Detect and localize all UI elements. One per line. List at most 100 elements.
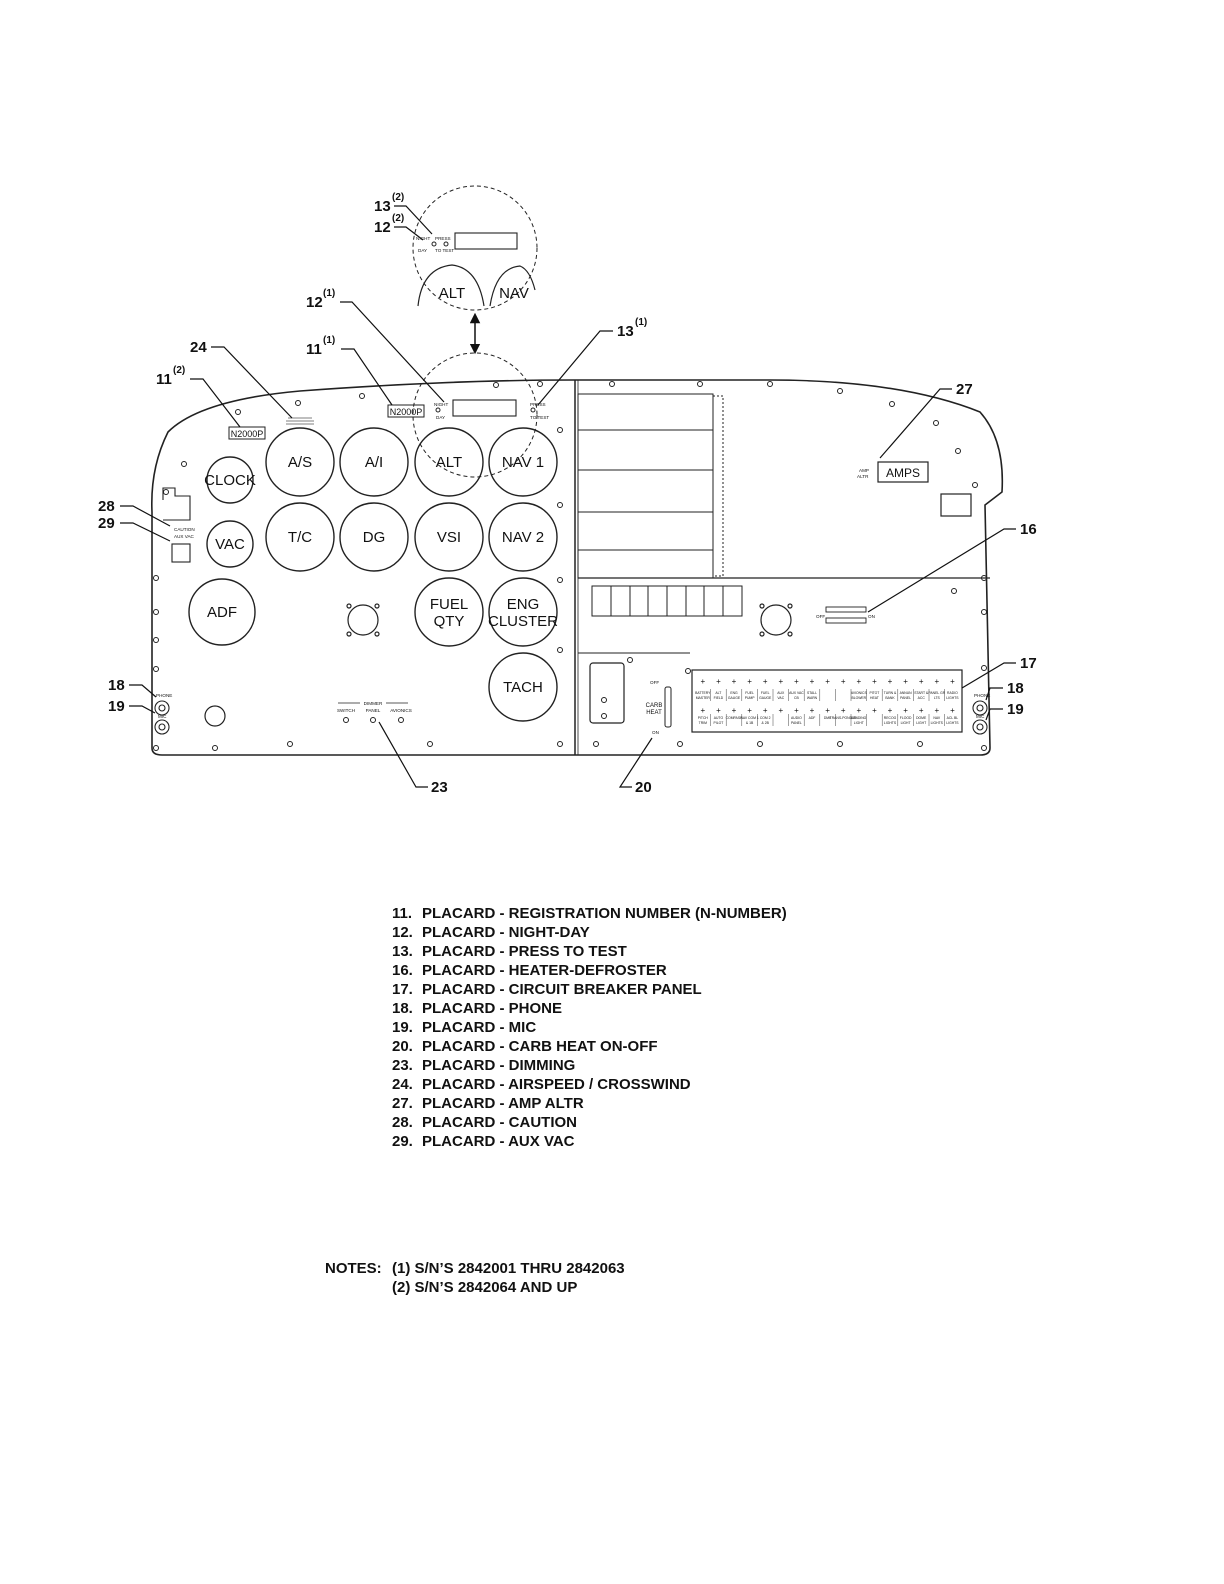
breaker-label: LANDING bbox=[851, 716, 866, 720]
small-fixture-center bbox=[346, 603, 380, 637]
panel-screw bbox=[593, 741, 599, 747]
svg-text:HEAT: HEAT bbox=[646, 710, 662, 716]
svg-text:(2): (2) bbox=[173, 365, 185, 376]
callout-28: 28 bbox=[98, 498, 115, 515]
panel-hole-lower-left bbox=[204, 705, 226, 727]
notes-line: (2) S/N’S 2842064 AND UP bbox=[392, 1279, 578, 1296]
breaker-label: LIGHT bbox=[901, 721, 911, 725]
panel-screw bbox=[972, 482, 978, 488]
panel-screw bbox=[627, 657, 633, 663]
gauge-altimeter: ALT bbox=[414, 427, 484, 497]
circuit-breaker-panel bbox=[691, 669, 963, 733]
detail-circle-main bbox=[412, 352, 538, 478]
svg-text:OFF: OFF bbox=[816, 614, 825, 619]
breaker-label: NAV COM 1 bbox=[740, 716, 759, 720]
svg-text:TO TEST: TO TEST bbox=[530, 415, 549, 420]
breaker-label: GAUGE bbox=[759, 696, 772, 700]
callout-11-left: 11(2) bbox=[156, 365, 185, 388]
breaker-label: LIGHTS bbox=[884, 721, 897, 725]
svg-text:OFF: OFF bbox=[650, 680, 659, 685]
svg-text:VAC: VAC bbox=[215, 536, 245, 553]
svg-text:13: 13 bbox=[617, 323, 634, 340]
callout-11-center: 11(1) bbox=[306, 335, 335, 358]
panel-screw bbox=[677, 741, 683, 747]
svg-text:AVIONICS: AVIONICS bbox=[390, 708, 412, 713]
svg-text:28: 28 bbox=[98, 498, 115, 515]
svg-text:PHONE: PHONE bbox=[974, 693, 990, 698]
hour-meter bbox=[940, 493, 972, 517]
breaker-plus: + bbox=[934, 706, 939, 715]
breaker-plus: + bbox=[872, 677, 877, 686]
breaker-label: WARN bbox=[807, 696, 818, 700]
gauge-turn-coordinator: T/C bbox=[265, 502, 335, 572]
svg-text:18: 18 bbox=[1007, 680, 1024, 697]
svg-text:NAV: NAV bbox=[499, 285, 529, 302]
panel-screw bbox=[557, 647, 563, 653]
svg-text:MIC: MIC bbox=[976, 714, 985, 719]
svg-text:PHONE: PHONE bbox=[156, 693, 172, 698]
breaker-label: ANNUN bbox=[900, 691, 913, 695]
svg-text:PRESS: PRESS bbox=[435, 236, 451, 241]
panel-screw bbox=[955, 448, 961, 454]
gauge-nav2: NAV 2 bbox=[488, 502, 558, 572]
panel-screw bbox=[767, 381, 773, 387]
legend-item: 13.PLACARD - PRESS TO TEST bbox=[392, 943, 627, 960]
callout-16: 16 bbox=[1020, 521, 1037, 538]
breaker-label: COM 2 bbox=[760, 716, 771, 720]
svg-text:18: 18 bbox=[108, 677, 125, 694]
legend-item: 18.PLACARD - PHONE bbox=[392, 1000, 563, 1017]
breaker-plus: + bbox=[841, 706, 846, 715]
breaker-plus: + bbox=[778, 677, 783, 686]
panel-screw bbox=[557, 741, 563, 747]
svg-text:A/I: A/I bbox=[365, 454, 383, 471]
placard-heater-defroster bbox=[825, 606, 867, 613]
gauge-attitude: A/I bbox=[339, 427, 409, 497]
svg-text:A/S: A/S bbox=[288, 454, 312, 471]
breaker-plus: + bbox=[934, 677, 939, 686]
panel-screw bbox=[493, 382, 499, 388]
svg-text:VSI: VSI bbox=[437, 529, 461, 546]
callout-13-inset: 13(2) bbox=[374, 192, 404, 215]
svg-text:FUEL: FUEL bbox=[430, 596, 468, 613]
breaker-label: TRIM bbox=[699, 721, 707, 725]
panel-screw bbox=[181, 461, 187, 467]
svg-text:CLOCK: CLOCK bbox=[204, 472, 256, 489]
breaker-plus: + bbox=[778, 706, 783, 715]
breaker-plus: + bbox=[888, 677, 893, 686]
panel-screw bbox=[981, 575, 987, 581]
svg-text:DIMMER: DIMMER bbox=[364, 701, 383, 706]
breaker-plus: + bbox=[888, 706, 893, 715]
carb-heat-opening bbox=[589, 662, 625, 724]
panel-screw bbox=[557, 502, 563, 508]
legend-item: 24.PLACARD - AIRSPEED / CROSSWIND bbox=[392, 1076, 691, 1093]
legend-item: 17.PLACARD - CIRCUIT BREAKER PANEL bbox=[392, 981, 702, 998]
serial-notes: NOTES:(1) S/N’S 2842001 THRU 2842063 (2)… bbox=[325, 1259, 625, 1297]
breaker-plus: + bbox=[856, 706, 861, 715]
breaker-label: FLOOD bbox=[900, 716, 912, 720]
breaker-label: & 2B bbox=[762, 721, 770, 725]
panel-screw bbox=[359, 393, 365, 399]
placard-n-number-left bbox=[228, 426, 266, 440]
svg-text:19: 19 bbox=[108, 698, 125, 715]
legend-item: 28.PLACARD - CAUTION bbox=[392, 1114, 577, 1131]
placard-n-number-center bbox=[387, 404, 425, 418]
svg-text:SWITCH: SWITCH bbox=[337, 708, 355, 713]
panel-screw bbox=[951, 588, 957, 594]
svg-text:N2000P: N2000P bbox=[390, 407, 423, 417]
svg-text:(1): (1) bbox=[323, 335, 335, 346]
legend-item: 11.PLACARD - REGISTRATION NUMBER (N-NUMB… bbox=[392, 905, 787, 922]
svg-text:NIGHT: NIGHT bbox=[434, 402, 448, 407]
panel-screw bbox=[163, 489, 169, 495]
gauge-directional-gyro: DG bbox=[339, 502, 409, 572]
breaker-label: STALL bbox=[807, 691, 817, 695]
leader-lines bbox=[120, 205, 1016, 788]
svg-text:ADF: ADF bbox=[207, 604, 237, 621]
breaker-label: DOME bbox=[916, 716, 927, 720]
breaker-label: PITOT bbox=[869, 691, 879, 695]
svg-text:(1): (1) bbox=[323, 288, 335, 299]
legend-item: 19.PLACARD - MIC bbox=[392, 1019, 537, 1036]
svg-text:QTY: QTY bbox=[434, 613, 465, 630]
svg-text:TO TEST: TO TEST bbox=[435, 248, 454, 253]
svg-text:23: 23 bbox=[431, 779, 448, 796]
breaker-plus: + bbox=[903, 706, 908, 715]
